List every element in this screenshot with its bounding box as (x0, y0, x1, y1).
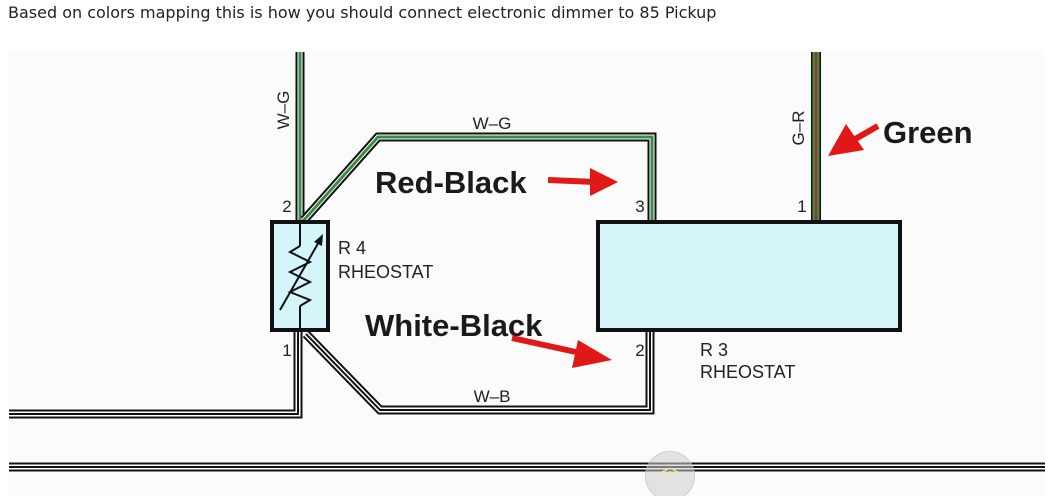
pin-r4-bottom: 1 (282, 341, 291, 360)
wire-bottom-wb-loop (302, 330, 655, 415)
arrow-red-black (547, 168, 618, 196)
pin-r3-1: 1 (797, 197, 806, 216)
rheostat-r4 (270, 220, 330, 332)
rheostat-r3 (596, 220, 902, 332)
annotation-green: Green (883, 115, 973, 150)
pin-r3-2: 2 (635, 341, 644, 360)
wire-label-left: W–G (274, 91, 293, 130)
r3-type-label: RHEOSTAT (700, 362, 795, 382)
wire-r4-bottom-lead (9, 332, 303, 419)
r4-ref-label: R 4 (338, 238, 366, 258)
double-chevron-up-icon: ︽ (658, 456, 681, 481)
caption-text: Based on colors mapping this is how you … (8, 3, 717, 22)
r3-ref-label: R 3 (700, 340, 728, 360)
pin-r4-top: 2 (282, 197, 291, 216)
arrow-white-black (511, 335, 612, 368)
scroll-to-top-button[interactable]: ︽ (645, 451, 695, 496)
r4-type-label: RHEOSTAT (338, 262, 433, 282)
wire-label-top: W–G (473, 114, 512, 133)
wire-label-bottom: W–B (474, 387, 511, 406)
annotation-red-black: Red-Black (375, 165, 527, 200)
wire-label-right: G–R (789, 111, 808, 146)
arrow-green (828, 123, 880, 156)
wire-top-wg-loop (300, 132, 657, 223)
pin-r3-3: 3 (635, 197, 644, 216)
